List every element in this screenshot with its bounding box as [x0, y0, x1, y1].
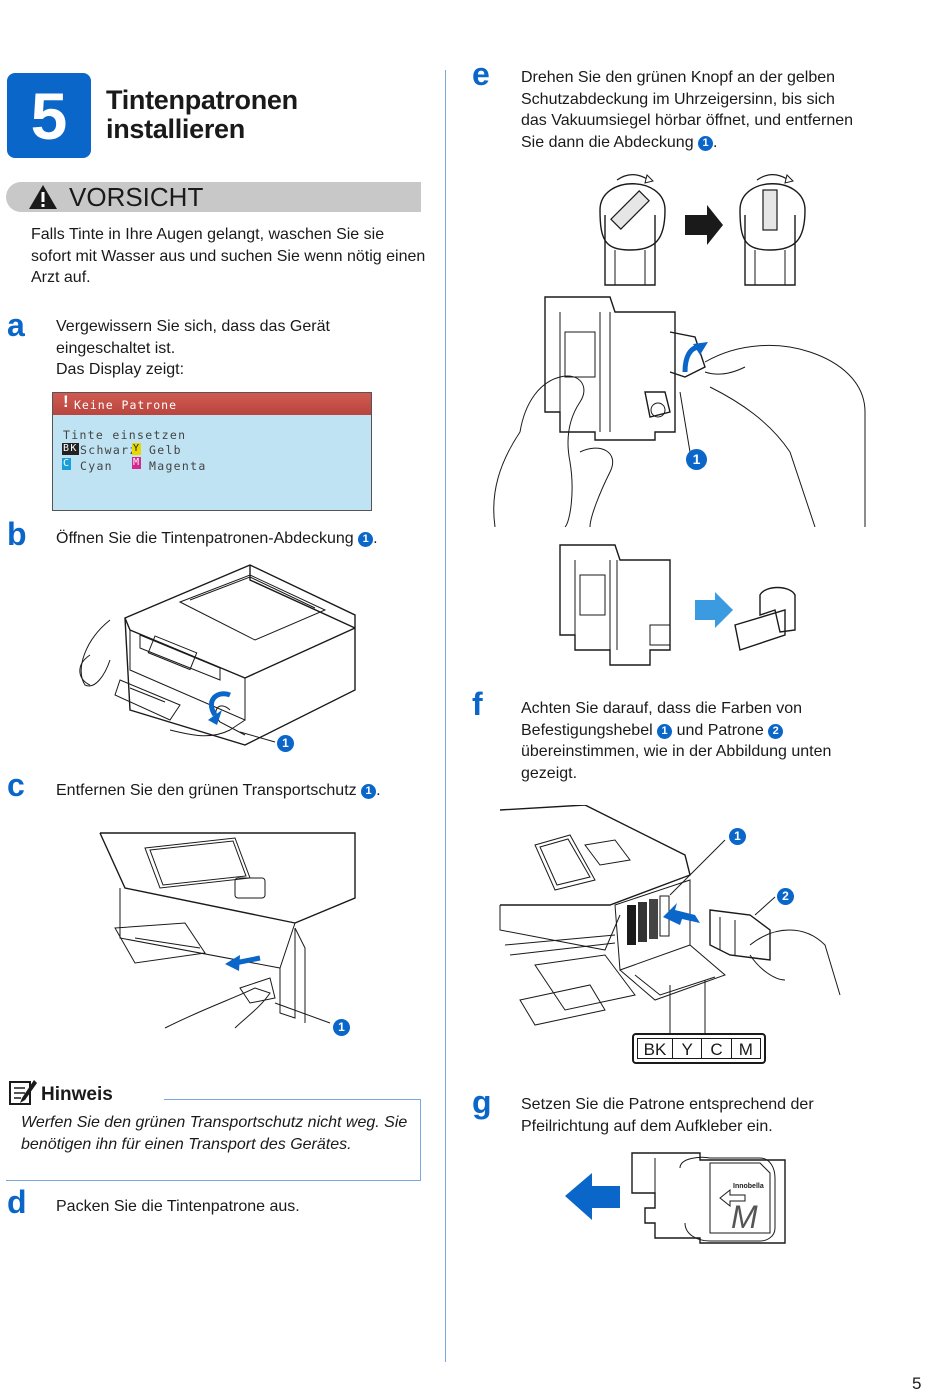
caution-title: VORSICHT	[69, 182, 204, 212]
step-d-text: Packen Sie die Tintenpatrone aus.	[56, 1198, 300, 1215]
color-slot-label: BK Y C M	[632, 1033, 766, 1064]
slot-c: C	[702, 1039, 732, 1059]
cartridge-uncapping-illustration	[493, 296, 866, 527]
step-b-label: Öffnen Sie die Tintenpatronen-Abdeckung	[56, 530, 354, 547]
step-c-end: .	[376, 782, 381, 799]
caution-bar	[6, 182, 421, 212]
lcd-label-gelb: Gelb	[149, 443, 182, 457]
step-a-line1: Vergewissern Sie sich, dass das Gerät	[56, 318, 330, 335]
cap-rotate-illustration	[599, 174, 806, 286]
step-e-line2: Schutzabdeckung im Uhrzeigersinn, bis si…	[521, 91, 835, 108]
step-e-line4: Sie dann die Abdeckung 1.	[521, 132, 718, 154]
lcd-tag-c: C	[62, 458, 72, 470]
step-a-line3: Das Display zeigt:	[56, 361, 185, 378]
cartridge-brand-text: Innobella	[733, 1183, 764, 1190]
slot-y: Y	[673, 1039, 703, 1059]
cartridge-letter: M	[731, 1199, 758, 1235]
note-title: Hinweis	[41, 1084, 113, 1105]
cartridge-direction-illustration	[565, 1152, 786, 1244]
callout-1: 1	[333, 1019, 350, 1037]
cartridge-cap-removed-illustration	[559, 544, 796, 666]
step-f-line2: Befestigungshebel 1 und Patrone 2	[521, 720, 784, 742]
transport-protector-illustration	[99, 832, 356, 1029]
lcd-header-text: Keine Patrone	[74, 398, 178, 412]
slot-bk: BK	[638, 1039, 673, 1059]
step-f-label-lever: Befestigungshebel	[521, 722, 653, 739]
step-a-line2: eingeschaltet ist.	[56, 340, 176, 357]
caution-text: Falls Tinte in Ihre Augen gelangt, wasch…	[31, 226, 426, 286]
step-letter-f: f	[472, 686, 483, 722]
printer-open-cover-illustration	[79, 564, 356, 746]
callout-1: 1	[729, 828, 746, 846]
note-border-top	[164, 1099, 421, 1100]
warning-icon	[29, 185, 57, 209]
step-f-label-cartridge: und Patrone	[676, 722, 764, 739]
lcd-line1: Tinte einsetzen	[63, 428, 187, 442]
callout-2: 2	[768, 724, 784, 739]
lcd-display: ! Keine Patrone Tinte einsetzen BK Schwa…	[52, 392, 372, 511]
step-e-end: .	[713, 134, 718, 151]
callout-2: 2	[777, 888, 794, 906]
note-pen-icon	[9, 1080, 37, 1105]
lcd-label-cyan: Cyan	[80, 459, 113, 473]
page-number: 5	[912, 1374, 922, 1393]
step-e-line3: das Vakuumsiegel hörbar öffnet, und entf…	[521, 112, 854, 129]
callout-1: 1	[657, 724, 673, 739]
callout-1: 1	[277, 735, 294, 753]
lcd-tag-y: Y	[132, 443, 142, 455]
callout-1: 1	[361, 784, 377, 799]
step-c-label: Entfernen Sie den grünen Transportschutz	[56, 782, 357, 799]
step-letter-e: e	[472, 56, 490, 92]
step-letter-b: b	[7, 516, 27, 552]
step-g-line2: Pfeilrichtung auf dem Aufkleber ein.	[521, 1118, 773, 1135]
step-c-text: Entfernen Sie den grünen Transportschutz…	[56, 780, 381, 802]
column-divider	[445, 70, 446, 1362]
note-border-bottom	[6, 1180, 421, 1181]
step-g-line1: Setzen Sie die Patrone entsprechend der	[521, 1096, 814, 1113]
lcd-label-magenta: Magenta	[149, 459, 207, 473]
step-letter-g: g	[472, 1084, 492, 1120]
step-letter-c: c	[7, 767, 25, 803]
step-f-line3: übereinstimmen, wie in der Abbildung unt…	[521, 743, 832, 760]
section-number-badge: 5	[7, 73, 91, 158]
step-letter-d: d	[7, 1184, 27, 1220]
lcd-warning-mark: !	[63, 392, 70, 411]
slot-m: M	[738, 1040, 753, 1059]
step-letter-a: a	[7, 307, 25, 343]
step-e-label: Sie dann die Abdeckung	[521, 134, 694, 151]
callout-1: 1	[358, 532, 374, 547]
section-title: Tintenpatronen installieren	[106, 85, 298, 144]
step-f-line1: Achten Sie darauf, dass die Farben von	[521, 700, 803, 717]
lcd-tag-bk: BK	[62, 443, 79, 455]
step-f-line4: gezeigt.	[521, 765, 578, 782]
note-text: Werfen Sie den grünen Transportschutz ni…	[21, 1114, 408, 1153]
callout-1: 1	[698, 136, 714, 151]
note-border-right	[420, 1099, 421, 1180]
lcd-header: ! Keine Patrone	[53, 392, 371, 415]
step-e-line1: Drehen Sie den grünen Knopf an der gelbe…	[521, 69, 836, 86]
lcd-tag-m: M	[132, 457, 142, 469]
lcd-label-schwarz: Schwarz	[80, 443, 138, 457]
cartridge-insert-illustration	[499, 805, 841, 1033]
step-b-end: .	[373, 530, 378, 547]
callout-1: 1	[686, 449, 707, 470]
step-b-text: Öffnen Sie die Tintenpatronen-Abdeckung …	[56, 528, 378, 550]
